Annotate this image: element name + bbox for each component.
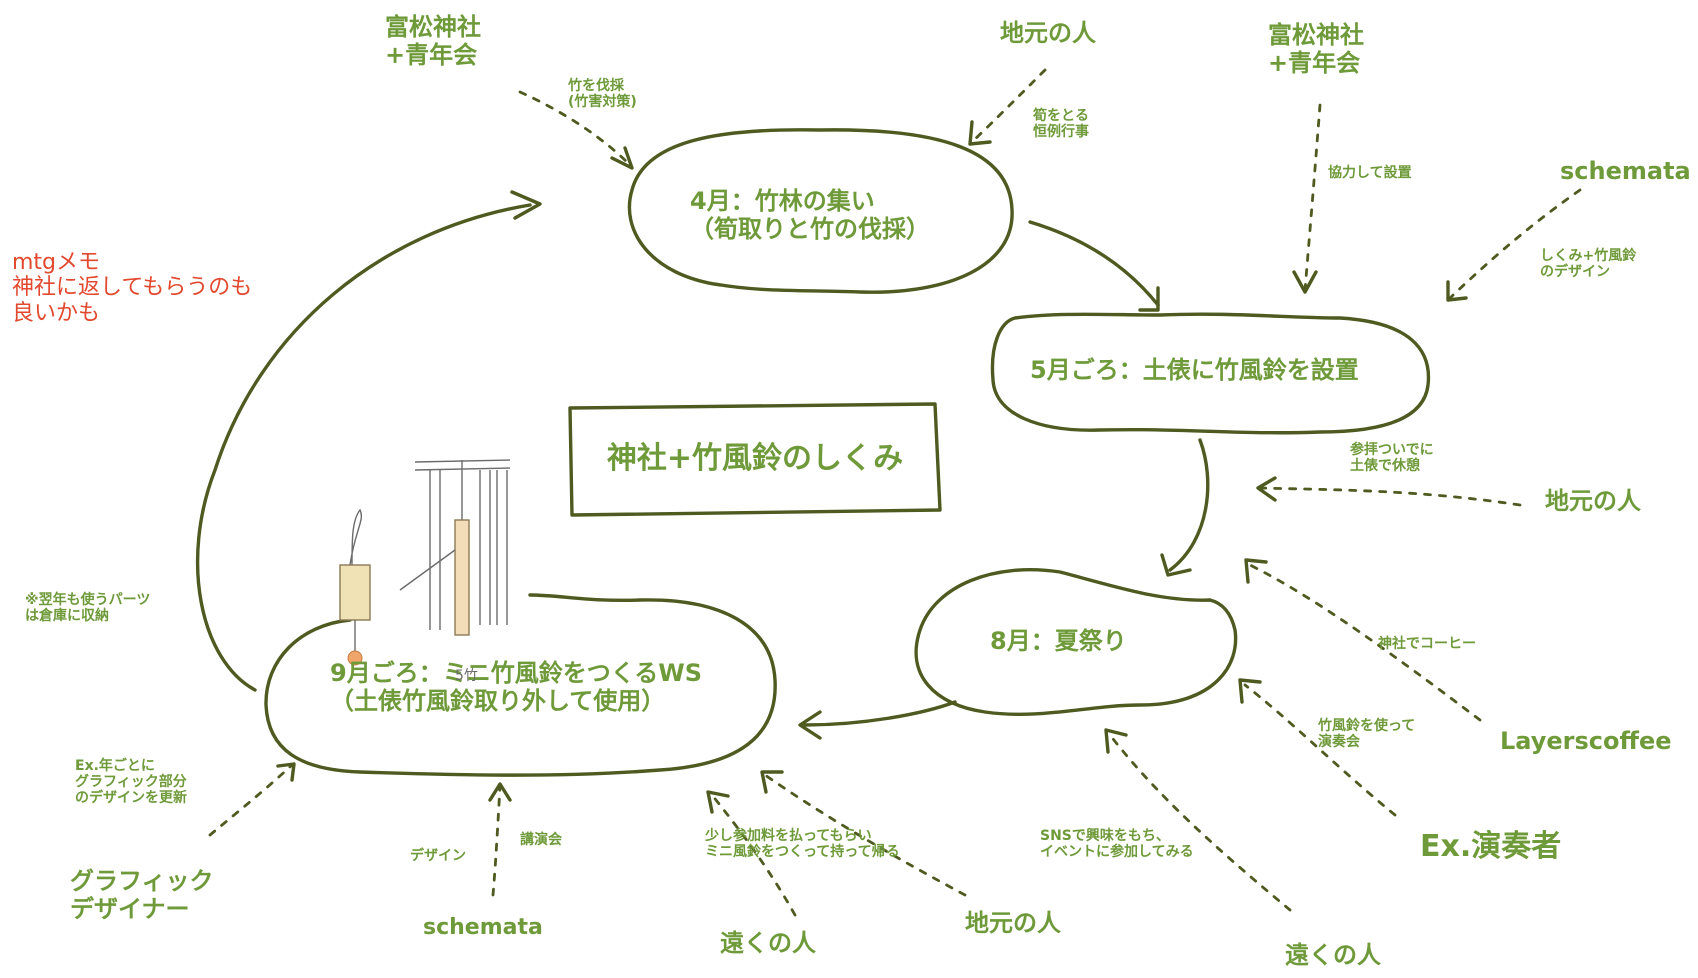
arrowhead-september-to-april xyxy=(510,190,542,220)
arrow-coffee xyxy=(1248,563,1482,722)
note-coffee: 神社でコーヒー xyxy=(1378,636,1476,652)
stage-april: 4月：竹林の集い （筍取りと竹の伐採） xyxy=(690,187,930,243)
arrow-may-to-august xyxy=(1168,438,1210,572)
note-bamboo-shoot: 筍をとる 恒例行事 xyxy=(1033,108,1089,141)
arrowhead-schemata-bottom xyxy=(488,782,512,802)
stage-september: 9月ごろ：ミニ竹風鈴をつくるWS （土俵竹風鈴取り外して使用） xyxy=(330,659,702,715)
sketch-label: 5竹 xyxy=(455,668,478,684)
arrow-rest xyxy=(1258,486,1522,507)
actor-far-bottom: 遠くの人 xyxy=(720,929,816,957)
arrow-bamboo-cut xyxy=(518,90,632,167)
arrowhead-bamboo-cut xyxy=(610,146,634,170)
arrowhead-local-bottom xyxy=(760,770,784,794)
note-install-together: 協力して設置 xyxy=(1328,165,1412,181)
note-rest: 参拝ついでに 土俵で休憩 xyxy=(1350,442,1434,475)
arrow-far-bottom xyxy=(710,793,797,917)
note-fee: 少し参加料を払ってもらい ミニ風鈴をつくって持って帰る xyxy=(705,828,900,861)
arrowhead-sns xyxy=(1104,728,1128,754)
arrowhead-far-bottom xyxy=(706,790,730,814)
arrowhead-may-to-august xyxy=(1160,553,1192,577)
actor-local-right: 地元の人 xyxy=(1545,487,1641,515)
arrowhead-designer xyxy=(276,762,296,782)
arrowhead-august-to-september xyxy=(798,710,822,740)
arrow-bamboo-shoot xyxy=(970,68,1047,144)
arrow-april-to-may xyxy=(1028,220,1160,307)
arrowhead-coffee xyxy=(1244,558,1268,584)
chime-bell xyxy=(347,650,363,666)
arrowhead-bamboo-shoot xyxy=(968,120,992,146)
note-concert: 竹風鈴を使って 演奏会 xyxy=(1318,718,1416,751)
actor-layerscoffee: Layerscoffee xyxy=(1500,727,1672,755)
arrowhead-rest xyxy=(1256,476,1277,502)
actor-far-right: 遠くの人 xyxy=(1285,941,1381,969)
arrow-september-to-april xyxy=(195,203,532,692)
september-blob xyxy=(264,593,777,777)
arrow-install-together xyxy=(1303,103,1322,292)
arrowhead-install-together xyxy=(1292,270,1318,294)
note-lecture: 講演会 xyxy=(520,832,562,848)
arrowhead-concert xyxy=(1238,678,1262,704)
arrow-concert xyxy=(1243,683,1397,817)
stage-may: 5月ごろ：土俵に竹風鈴を設置 xyxy=(1030,356,1359,384)
note-graphic-update: Ex.年ごとに グラフィック部分 のデザインを更新 xyxy=(75,758,187,807)
actor-shrine-left: 富松神社 +青年会 xyxy=(385,13,481,69)
note-storage: ※翌年も使うパーツ は倉庫に収納 xyxy=(25,592,151,625)
stage-august: 8月：夏祭り xyxy=(990,627,1127,655)
arrow-sns xyxy=(1108,733,1292,912)
actor-schemata-right: schemata xyxy=(1560,157,1691,185)
august-blob xyxy=(914,568,1238,717)
diagram-title: 神社+竹風鈴のしくみ xyxy=(606,441,904,476)
actor-local-top: 地元の人 xyxy=(1000,19,1096,47)
actor-local-bottom: 地元の人 xyxy=(965,909,1061,937)
actor-schemata-bottom: schemata xyxy=(423,915,543,940)
arrow-designer xyxy=(208,763,294,837)
april-blob xyxy=(627,128,1014,294)
actor-shrine-right: 富松神社 +青年会 xyxy=(1268,21,1364,77)
note-bamboo-cut: 竹を伐採 (竹害対策) xyxy=(568,78,637,111)
mtg-memo: mtgメモ 神社に返してもらうのも 良いかも xyxy=(12,250,253,326)
actor-performer: Ex.演奏者 xyxy=(1420,829,1562,864)
note-sns: SNSで興味をもち、 イベントに参加してみる xyxy=(1040,828,1194,861)
arrow-schemata-bottom xyxy=(491,785,502,897)
arrow-design-mech xyxy=(1448,188,1582,300)
actor-designer: グラフィック デザイナー xyxy=(70,867,214,923)
arrowhead-april-to-may xyxy=(1138,286,1160,312)
note-design-mech: しくみ+竹風鈴 のデザイン xyxy=(1540,248,1637,281)
arrowhead-design-mech xyxy=(1446,280,1468,302)
wind-chime-sketch xyxy=(339,459,511,652)
may-blob xyxy=(990,312,1431,435)
arrow-august-to-september xyxy=(803,700,957,727)
note-design: デザイン xyxy=(410,848,466,864)
title-box xyxy=(568,402,942,517)
